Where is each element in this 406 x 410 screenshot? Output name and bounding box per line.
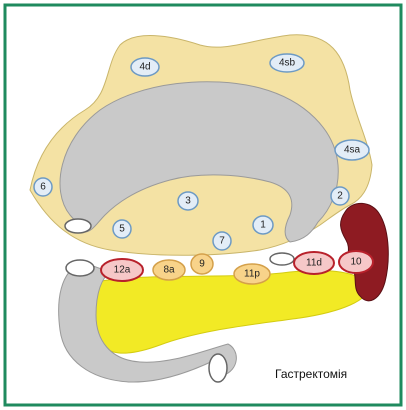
node-11d-label: 11d xyxy=(306,258,322,269)
duodenum-cut-end xyxy=(209,354,227,382)
node-1-label: 1 xyxy=(260,220,266,231)
node-9: 9 xyxy=(191,254,213,274)
node-10-label: 10 xyxy=(350,257,362,268)
node-12a-label: 12a xyxy=(114,265,131,276)
node-1: 1 xyxy=(253,216,273,234)
node-4sb-label: 4sb xyxy=(279,58,296,69)
node-4sb: 4sb xyxy=(270,54,304,72)
node-9-label: 9 xyxy=(199,259,205,270)
node-8a: 8a xyxy=(153,260,185,280)
node-3-label: 3 xyxy=(185,196,191,207)
node-3: 3 xyxy=(178,192,198,210)
node-6-label: 6 xyxy=(40,182,46,193)
node-7: 7 xyxy=(213,232,231,250)
node-12a: 12a xyxy=(101,259,143,281)
node-8a-label: 8a xyxy=(163,265,175,276)
node-6: 6 xyxy=(34,178,52,196)
node-5-label: 5 xyxy=(119,224,125,235)
node-7-label: 7 xyxy=(219,236,225,247)
node-11p: 11p xyxy=(234,264,270,284)
node-5: 5 xyxy=(113,220,131,238)
figure-caption: Гастректомія xyxy=(275,367,347,381)
node-4sa-label: 4sa xyxy=(344,145,361,156)
node-2: 2 xyxy=(331,187,349,205)
node-4sa: 4sa xyxy=(335,140,369,160)
node-11d: 11d xyxy=(294,252,334,274)
node-11p-label: 11p xyxy=(244,269,260,280)
node-4d-label: 4d xyxy=(139,62,150,73)
node-2-label: 2 xyxy=(337,191,343,202)
node-10: 10 xyxy=(339,251,373,273)
stomach-pylorus-end xyxy=(65,219,91,233)
node-4d: 4d xyxy=(131,58,159,76)
duodenal-stump xyxy=(66,260,94,276)
splenic-vessel-end xyxy=(270,253,294,265)
